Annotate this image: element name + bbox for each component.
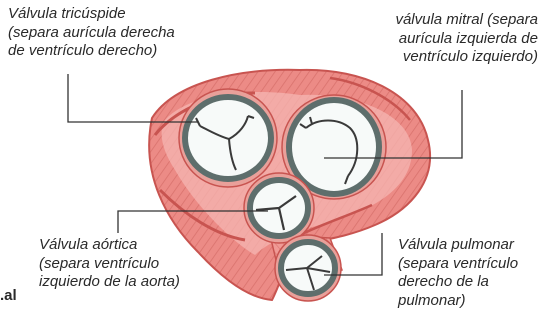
label-line: (separa aurícula derecha xyxy=(8,24,175,43)
label-aortic-valve: Válvula aórtica (separa ventrículo izqui… xyxy=(39,236,180,292)
label-pulmonary-valve: Válvula pulmonar (separa ventrículo dere… xyxy=(398,236,518,310)
label-line: ventrículo izquierdo) xyxy=(395,48,538,67)
label-line: aurícula izquierda de xyxy=(395,30,538,49)
label-line: Válvula pulmonar xyxy=(398,236,518,255)
tricuspid-valve xyxy=(179,89,277,187)
label-tricuspid-valve: Válvula tricúspide (separa aurícula dere… xyxy=(8,5,175,61)
pulmonary-valve xyxy=(275,235,341,301)
label-line: (separa ventrículo xyxy=(39,255,180,274)
cut-off-caption-text: al. xyxy=(0,287,22,304)
label-line: izquierdo de la aorta) xyxy=(39,273,180,292)
label-line: (separa ventrículo xyxy=(398,255,518,274)
label-line: Válvula tricúspide xyxy=(8,5,175,24)
label-mitral-valve: válvula mitral (separa aurícula izquierd… xyxy=(395,11,538,67)
label-line: derecho de la xyxy=(398,273,518,292)
label-line: válvula mitral (separa xyxy=(395,11,538,30)
label-line: Válvula aórtica xyxy=(39,236,180,255)
label-line: de ventrículo derecho) xyxy=(8,42,175,61)
label-line: pulmonar) xyxy=(398,292,518,311)
aortic-valve xyxy=(244,173,314,243)
